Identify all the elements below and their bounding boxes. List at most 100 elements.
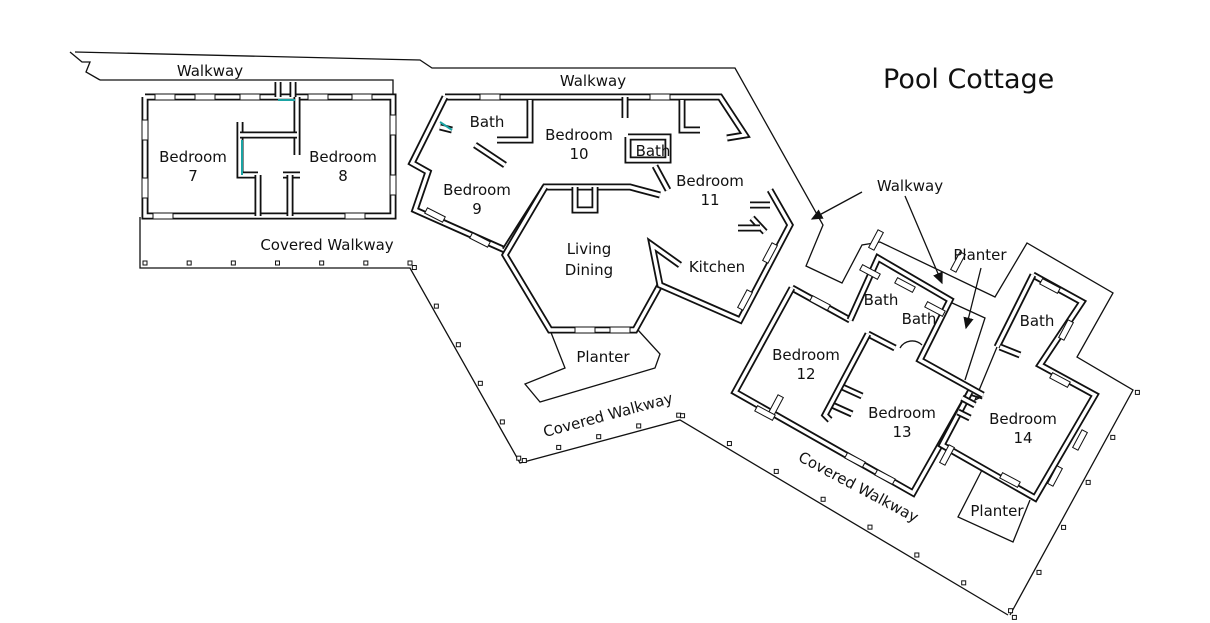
wall-inner <box>822 333 870 422</box>
top-walkway-edge-inner <box>100 79 394 95</box>
planter-arrow <box>963 267 982 330</box>
window <box>479 93 501 101</box>
wall-inner <box>957 410 971 420</box>
label-kitchen: Kitchen <box>689 258 745 276</box>
wall-inner <box>238 122 258 177</box>
walkway-post <box>411 265 417 271</box>
label-bedroom-8-num: 8 <box>338 167 348 185</box>
walkway-post <box>680 413 686 419</box>
walkway-post <box>521 458 527 464</box>
walkway-post <box>726 441 732 447</box>
walkway-post <box>230 260 236 266</box>
window <box>141 177 149 199</box>
walkway-post <box>867 524 873 530</box>
label-bedroom-13-num: 13 <box>892 423 911 441</box>
walkway-post <box>319 260 325 266</box>
window <box>239 93 261 101</box>
door-accent <box>439 121 453 131</box>
wall <box>678 100 700 134</box>
page-title: Pool Cottage <box>883 64 1054 95</box>
window <box>761 242 779 264</box>
walkway-post <box>914 552 920 558</box>
wall-inner <box>497 100 532 142</box>
wall-inner <box>867 332 896 350</box>
door-accents <box>241 99 923 349</box>
site-boundary-lines <box>69 51 1134 616</box>
label-bedroom-9-num: 9 <box>472 200 482 218</box>
wall-inner <box>653 165 670 191</box>
window <box>389 174 397 196</box>
window <box>809 294 831 312</box>
walkway-post <box>820 496 826 502</box>
window <box>938 444 956 466</box>
window <box>874 468 896 486</box>
label-dining: Dining <box>565 261 613 279</box>
window <box>867 229 885 251</box>
wall-inner <box>961 396 976 407</box>
window <box>194 93 216 101</box>
window <box>141 119 149 141</box>
label-bedroom-11-num: 11 <box>700 191 719 209</box>
wall-inner <box>939 273 1098 501</box>
wall-inner <box>474 143 506 167</box>
label-bedroom-8: Bedroom <box>309 148 377 166</box>
walkway-post <box>433 303 439 309</box>
walkway-post <box>1134 389 1140 395</box>
walkway-posts <box>142 260 1140 620</box>
walkway-post <box>1008 608 1014 614</box>
walkway-post <box>773 468 779 474</box>
label-bedroom-14: Bedroom <box>989 410 1057 428</box>
walkway-post <box>1011 614 1017 620</box>
top-walkway-edge <box>69 51 101 81</box>
walkway-post <box>407 260 413 266</box>
wall-inner <box>680 100 700 132</box>
door-swing <box>899 340 923 349</box>
label-bedroom-10-num: 10 <box>569 145 588 163</box>
walkway-post <box>477 380 483 386</box>
window <box>609 326 631 334</box>
label-bedroom-14-num: 14 <box>1013 429 1032 447</box>
wall-inner <box>626 135 670 162</box>
window <box>1071 429 1089 451</box>
window <box>1046 465 1064 487</box>
label-living: Living <box>567 240 612 258</box>
walkway-post <box>556 444 562 450</box>
window <box>307 93 329 101</box>
window <box>424 207 446 223</box>
wall-inner <box>503 186 662 332</box>
label-bedroom-9: Bedroom <box>443 181 511 199</box>
window <box>574 326 596 334</box>
label-bedroom-7-num: 7 <box>188 167 198 185</box>
walkway-post <box>363 260 369 266</box>
label-covered-walkway-center: Covered Walkway <box>541 389 675 441</box>
label-bedroom-7: Bedroom <box>159 148 227 166</box>
label-walkway-top-center: Walkway <box>560 72 626 90</box>
window <box>736 289 754 311</box>
walkway-post <box>186 260 192 266</box>
window <box>999 471 1021 489</box>
window <box>649 93 671 101</box>
wall-inner <box>839 384 863 398</box>
right-planter <box>957 469 1031 543</box>
wall-inner <box>848 255 984 397</box>
pointer-arrows <box>810 191 982 330</box>
window <box>754 404 776 422</box>
window <box>351 93 373 101</box>
walkway-post <box>636 423 642 429</box>
label-bedroom-10: Bedroom <box>545 126 613 144</box>
wall-inner <box>649 189 792 323</box>
building-walls <box>141 82 1100 503</box>
window <box>1049 371 1071 389</box>
label-planter-center: Planter <box>576 348 630 366</box>
window <box>894 276 916 294</box>
window <box>859 263 881 281</box>
window <box>389 114 397 136</box>
walkway-post <box>275 260 280 266</box>
wall-inner <box>999 345 1021 357</box>
center-planter <box>523 329 661 403</box>
window <box>844 451 866 469</box>
label-bath-d: Bath <box>902 310 937 328</box>
walkway-arrow-left <box>810 191 863 220</box>
